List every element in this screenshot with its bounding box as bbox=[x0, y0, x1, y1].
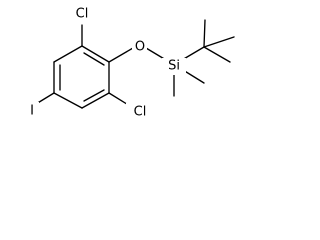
chlorine-top-label: Cl bbox=[76, 7, 89, 22]
bond-si-tert-butyl bbox=[181, 46, 205, 61]
ring-bond-c3-c4-inner bbox=[83, 89, 105, 102]
silicon-label-bg bbox=[162, 58, 186, 75]
chemical-structure-diagram: Cl O Si Cl I bbox=[26, 5, 235, 120]
bond-si-methyl-right bbox=[182, 69, 205, 84]
oxygen-label-bg bbox=[132, 38, 147, 55]
chlorine-bottom-label: Cl bbox=[134, 105, 147, 120]
ring-bond-c1-c2-inner bbox=[83, 52, 105, 66]
cl-top-label-bg bbox=[68, 5, 95, 22]
cl-bottom-label-bg bbox=[126, 103, 153, 120]
bond-tert-butyl-methyl-up bbox=[203, 19, 206, 48]
silicon-label: Si bbox=[168, 59, 180, 74]
bond-tert-butyl-methyl-right-down bbox=[203, 46, 231, 63]
iodine-label: I bbox=[30, 104, 34, 119]
iodine-label-bg bbox=[26, 102, 39, 119]
ring-bond-c1-c2 bbox=[81, 45, 110, 63]
ring-bond-c6-c1 bbox=[53, 45, 83, 63]
ring-bond-c4-c5 bbox=[53, 92, 83, 109]
bond-c2-o bbox=[108, 47, 134, 63]
oxygen-label: O bbox=[135, 40, 145, 55]
ring-bond-c3-c4 bbox=[81, 92, 110, 109]
bond-tert-butyl-methyl-right-up bbox=[203, 36, 235, 48]
